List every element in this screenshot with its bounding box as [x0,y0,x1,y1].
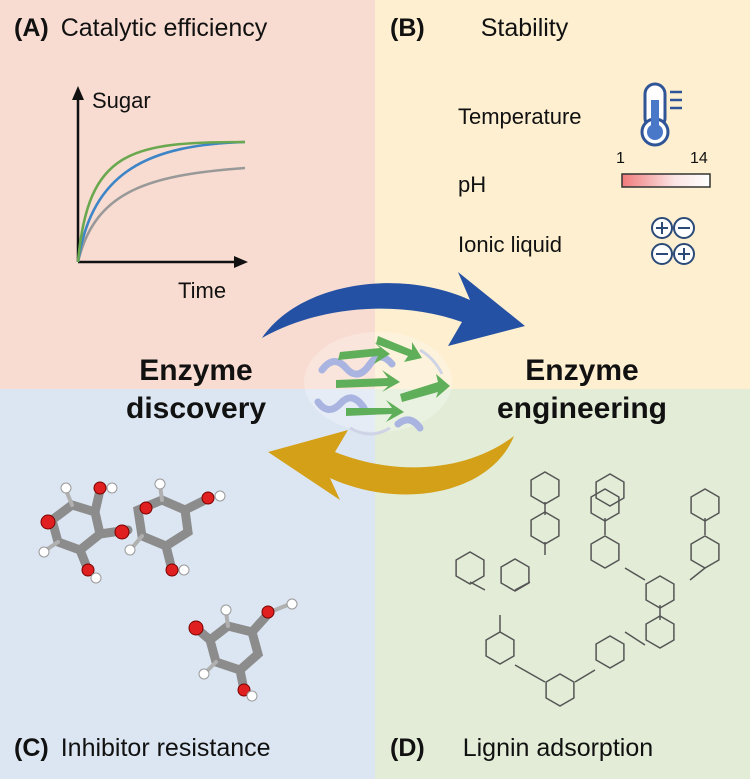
lignin-ring [690,488,720,522]
lignin-ring [590,488,620,522]
lignin-ring [500,558,530,592]
lignin-ring [595,473,625,507]
panel-d-title: (D)Lignin adsorption [390,734,654,762]
plot-curve-gray [76,166,246,263]
ion-symbols-icon [651,217,695,265]
thermometer-icon [640,82,682,147]
ph-scale-bar [621,173,711,188]
ph-min-label: 1 [616,150,625,167]
plot-curve-green [76,140,246,263]
plot-curve-blue [76,140,246,263]
arrow-engineering-to-discovery [268,430,514,500]
temperature-label: Temperature [458,104,582,129]
lignin-ring [645,575,675,609]
enzyme-engineering-label: Enzyme engineering [492,352,672,428]
enzyme-discovery-line2: discovery [126,392,267,425]
lignin-ring [545,673,575,707]
panel-a-title: (A)Catalytic efficiency [14,14,268,42]
lignin-ring [590,535,620,569]
lignin-ring [595,635,625,669]
ph-max-label: 14 [690,150,708,167]
enzyme-engineering-line1: Enzyme [525,354,639,387]
lignin-ring [530,511,560,545]
ph-label: pH [458,172,487,197]
lignin-ring [485,631,515,665]
enzyme-discovery-line1: Enzyme [139,354,253,387]
panel-c-title: (C)Inhibitor resistance [14,734,271,762]
panel-d-background [375,389,750,779]
panel-b-background [375,0,750,389]
plot-x-label: Time [178,278,227,303]
ionic-liquid-label: Ionic liquid [458,232,562,257]
lignin-ring [645,615,675,649]
enzyme-engineering-line2: engineering [496,392,668,425]
enzyme-discovery-label: Enzyme discovery [126,352,266,428]
lignin-ring [690,535,720,569]
plot-y-label: Sugar [92,88,151,113]
lignin-ring [455,551,485,585]
panel-a-background [0,0,375,389]
enzyme-structure-image [304,332,452,436]
panel-b-title: (B)Stability [390,14,569,42]
lignin-ring [530,471,560,505]
arrow-discovery-to-engineering [262,272,525,346]
